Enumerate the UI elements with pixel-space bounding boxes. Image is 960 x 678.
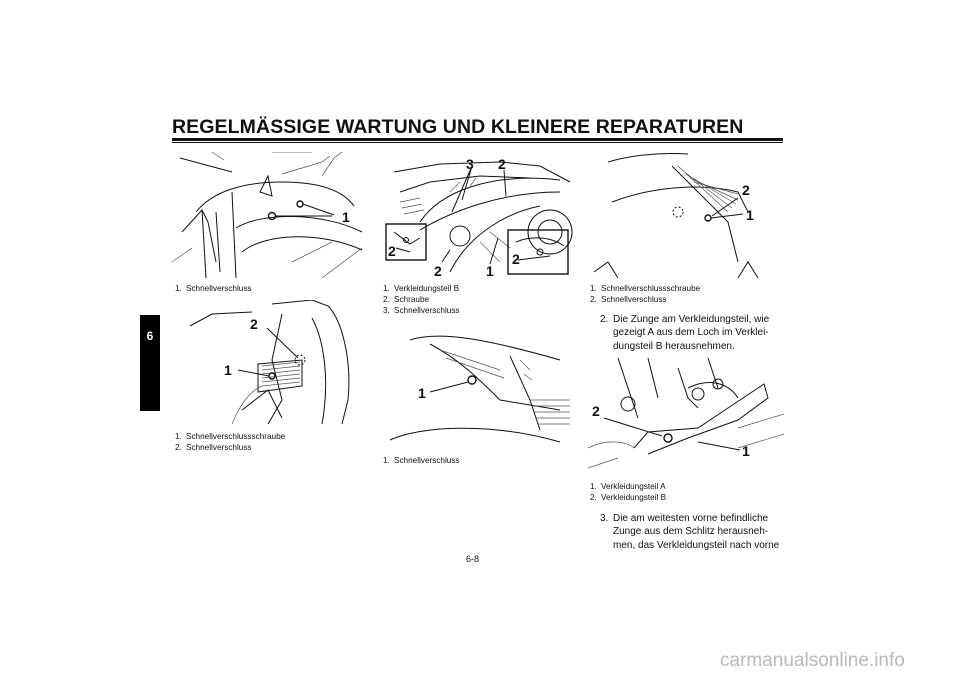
fig3-callout-2-top: 2 bbox=[498, 156, 506, 172]
fig5-caption-item: 1.Schnellverschlussschraube bbox=[590, 284, 701, 293]
fig3-caption: 1.Verkleidungsteil B 2.Schraube 3.Schnel… bbox=[383, 283, 460, 316]
chapter-tab-number: 6 bbox=[146, 329, 154, 343]
fig3-callout-2-left: 2 bbox=[388, 243, 396, 259]
title-rule bbox=[172, 138, 783, 141]
fig2-caption-item: 1.Schnellverschlussschraube bbox=[175, 432, 286, 441]
figure-quick-fastener-screw-1: 2 1 bbox=[172, 300, 370, 424]
chapter-tab: 6 bbox=[140, 315, 160, 411]
watermark: carmanualsonline.info bbox=[720, 650, 905, 671]
page-title: REGELMÄSSIGE WARTUNG UND KLEINERE REPARA… bbox=[172, 116, 744, 138]
fig6-callout-1: 1 bbox=[742, 443, 750, 459]
fig5-callout-1: 1 bbox=[746, 207, 754, 223]
fig3-callout-3: 3 bbox=[466, 156, 474, 172]
fig3-caption-item: 2.Schraube bbox=[383, 295, 430, 304]
figure-cowling-overview: 3 2 2 2 1 2 bbox=[380, 152, 578, 278]
fig4-caption-item: 1.Schnellverschluss bbox=[383, 456, 460, 465]
fig2-caption: 1.Schnellverschlussschraube 2.Schnellver… bbox=[175, 431, 285, 453]
figure-quick-fastener-2: 1 bbox=[380, 330, 578, 448]
fig3-caption-item: 3.Schnellverschluss bbox=[383, 306, 460, 315]
fig6-callout-2: 2 bbox=[592, 403, 600, 419]
instruction-step-3: 3.Die am weitesten vorne befindliche Zun… bbox=[600, 513, 780, 551]
fig3-caption-item: 1.Verkleidungsteil B bbox=[383, 284, 460, 293]
page-number: 6-8 bbox=[466, 554, 480, 564]
figure-cowling-removal: 2 1 bbox=[588, 358, 784, 476]
fig4-caption: 1.Schnellverschluss bbox=[383, 455, 460, 466]
fig3-callout-1: 1 bbox=[486, 263, 494, 278]
figure-quick-fastener-1: 1 bbox=[172, 152, 370, 278]
fig2-callout-1: 1 bbox=[224, 362, 232, 378]
figure-quick-fastener-screw-2: 2 1 bbox=[588, 152, 784, 278]
fig1-caption: 1.Schnellverschluss bbox=[175, 283, 252, 294]
fig5-callout-2: 2 bbox=[742, 182, 750, 198]
instruction-step-2: 2.Die Zunge am Verkleidungsteil, wie gez… bbox=[600, 314, 770, 352]
fig1-caption-item: 1.Schnellverschluss bbox=[175, 284, 252, 293]
fig6-caption-item: 2.Verkleidungsteil B bbox=[590, 493, 667, 502]
fig5-caption-item: 2.Schnellverschluss bbox=[590, 295, 667, 304]
fig1-callout-1: 1 bbox=[342, 209, 350, 225]
fig3-callout-2-bottom: 2 bbox=[434, 263, 442, 278]
fig4-callout-1: 1 bbox=[418, 385, 426, 401]
fig6-caption: 1.Verkleidungsteil A 2.Verkleidungsteil … bbox=[590, 481, 666, 503]
title-rule-thin bbox=[172, 142, 783, 143]
fig6-caption-item: 1.Verkleidungsteil A bbox=[590, 482, 666, 491]
fig5-caption: 1.Schnellverschlussschraube 2.Schnellver… bbox=[590, 283, 700, 305]
fig2-callout-2: 2 bbox=[250, 316, 258, 332]
fig3-callout-2-right: 2 bbox=[512, 251, 520, 267]
fig2-caption-item: 2.Schnellverschluss bbox=[175, 443, 252, 452]
